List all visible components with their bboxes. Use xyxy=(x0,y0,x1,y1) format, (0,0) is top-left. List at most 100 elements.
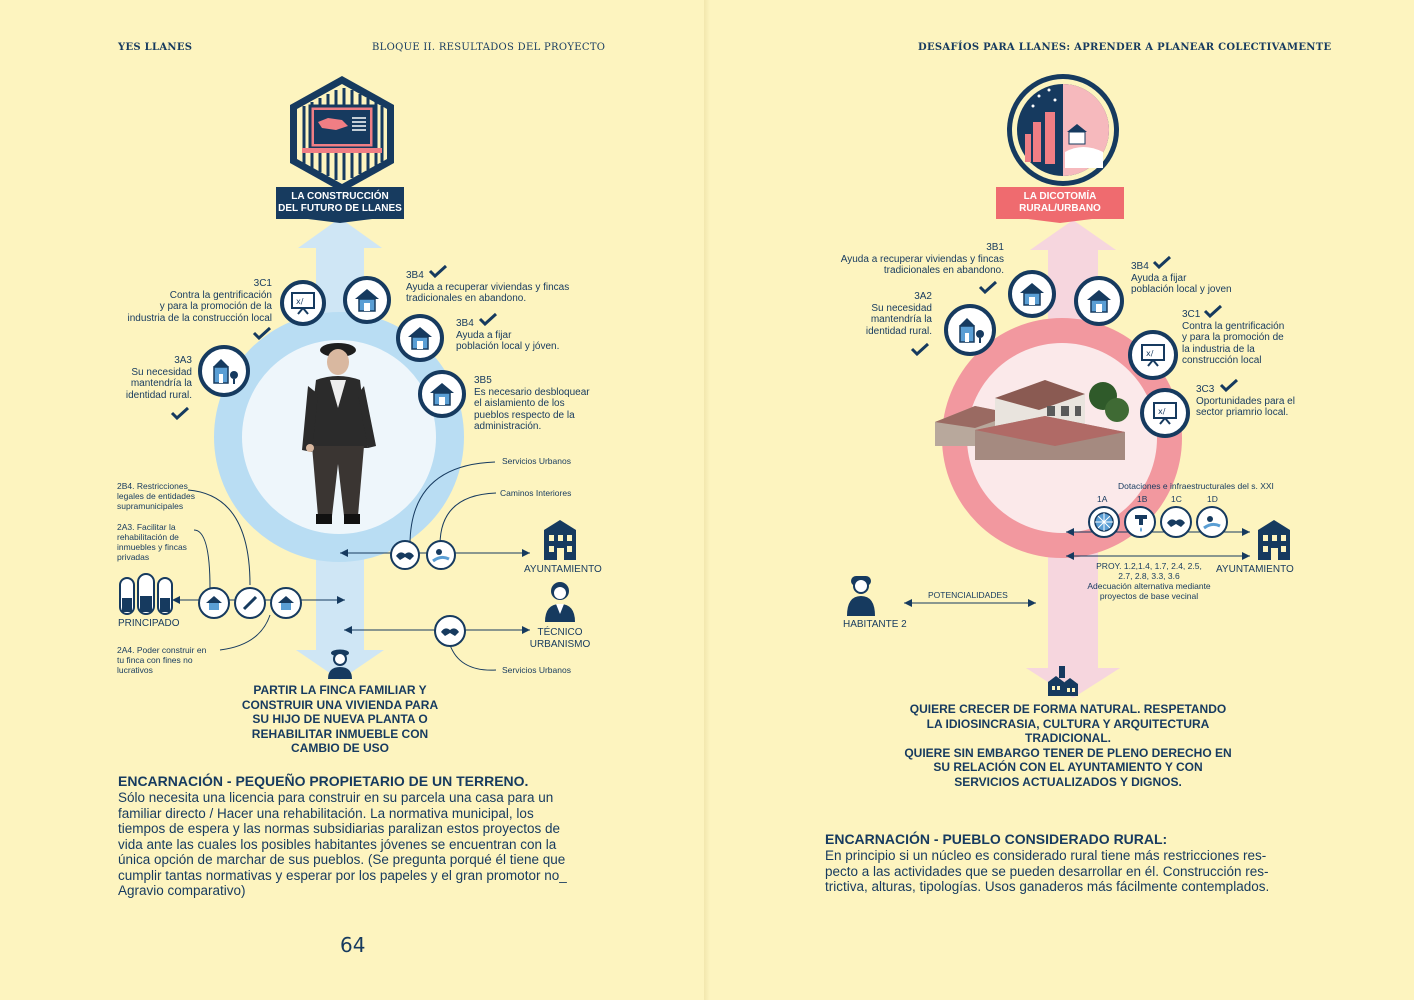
item-3b4-left-b: 3B4 Ayuda a fijar población local y jóve… xyxy=(456,318,606,353)
technician-woman-icon xyxy=(545,582,575,622)
proy-line: PROY. 1.2,1.4, 1.7, 2.4, 2.5, xyxy=(1096,561,1202,571)
label-caminos-interiores: Caminos Interiores xyxy=(500,488,572,498)
body-line: En principio si un núcleo es considerado… xyxy=(825,848,1267,863)
page-number: 64 xyxy=(340,933,366,957)
item-line: y para la promoción de xyxy=(1182,332,1284,343)
encarnacion-body-right: En principio si un núcleo es considerado… xyxy=(825,848,1305,895)
note-line: 2B4. Restricciones xyxy=(117,481,188,491)
item-line: mantendría la xyxy=(130,378,192,389)
label-line: TÉCNICO xyxy=(537,627,583,638)
body-line: trictiva, alturas, tipologías. Usos gana… xyxy=(825,879,1270,894)
item-line: pueblos respecto de la xyxy=(474,409,575,421)
goal-line: SU RELACIÓN CON EL AYUNTAMIENTO Y CON xyxy=(933,760,1203,774)
item-code: 3B4 xyxy=(456,318,474,329)
banner-line-2: RURAL/URBANO xyxy=(1019,203,1101,214)
label-servicios-urbanos-bottom: Servicios Urbanos xyxy=(502,665,571,675)
item-line: construcción local xyxy=(1182,355,1262,366)
house-isolation-icon xyxy=(418,370,466,418)
item-code: 3B4 xyxy=(406,270,424,281)
label-principado: PRINCIPADO xyxy=(118,618,180,629)
note-line: privadas xyxy=(117,552,150,562)
item-line: administración. xyxy=(474,421,542,432)
item-line: industria de la construcción local xyxy=(127,312,272,324)
item-code: 3C1 xyxy=(253,278,272,289)
road-icon xyxy=(426,540,456,570)
body-line: pecto a las actividades que se pueden de… xyxy=(825,863,1269,879)
presentation-board-icon: x/ xyxy=(1128,330,1178,380)
check-icon xyxy=(1203,304,1223,318)
item-3c1-right: 3C1 Contra la gentrificación y para la p… xyxy=(1182,309,1332,367)
item-line: y para la promoción de la xyxy=(159,301,272,312)
item-3b4-right: 3B4 Ayuda a fijar población local y jove… xyxy=(1131,261,1281,296)
header-left-section: BLOQUE II. RESULTADOS DEL PROYECTO xyxy=(372,42,606,53)
city-hall-icon xyxy=(1258,520,1290,560)
item-line: el aislamiento de los xyxy=(474,398,565,409)
header-left-title: YES LLANES xyxy=(118,42,193,53)
code-1b: 1B xyxy=(1137,494,1148,504)
note-line: rehabilitación de xyxy=(117,532,179,542)
person-avatar-icon xyxy=(328,649,352,679)
old-man-figure xyxy=(302,343,376,524)
banner-line-1: LA DICOTOMÍA xyxy=(1023,191,1097,202)
item-line: población local y joven xyxy=(1131,284,1232,295)
encarnacion-body-left: Sólo necesita una licencia para construi… xyxy=(118,790,598,899)
note-line: 2A4. Poder construir en xyxy=(117,645,207,655)
check-icon xyxy=(1152,255,1172,269)
label-tecnico: TÉCNICO URBANISMO xyxy=(520,627,600,650)
goal-line: QUIERE SIN EMBARGO TENER DE PLENO DERECH… xyxy=(904,745,1232,760)
handshake-icon xyxy=(1160,506,1192,538)
presentation-board-icon: x/ xyxy=(1140,388,1190,438)
goal-line: LA IDIOSINCRASIA, CULTURA Y ARQUITECTURA xyxy=(926,716,1210,731)
house-restore-icon xyxy=(343,276,391,324)
goal-left: PARTIR LA FINCA FAMILIAR Y CONSTRUIR UNA… xyxy=(210,683,470,756)
item-line: Ayuda a fijar xyxy=(1131,272,1187,284)
network-globe-icon xyxy=(1088,506,1120,538)
proy-line: Adecuación alternativa mediante xyxy=(1087,581,1211,591)
note-line: legales de entidades xyxy=(117,491,195,501)
item-code: 3A3 xyxy=(174,355,192,366)
item-line: sector priamrio local. xyxy=(1196,407,1289,418)
note-line: lucrativos xyxy=(117,665,153,675)
item-line: Contra la gentrificación xyxy=(169,289,272,301)
proy-line: 2.7, 2.8, 3.3, 3.6 xyxy=(1118,571,1180,581)
house-population-icon xyxy=(1074,276,1124,326)
village-illustration xyxy=(935,380,1129,460)
item-line: Ayuda a recuperar viviendas y fincas xyxy=(840,253,1004,265)
item-line: Ayuda a fijar xyxy=(456,329,512,341)
item-3b4-left-a: 3B4 Ayuda a recuperar viviendas y fincas… xyxy=(406,270,606,305)
banner-tail xyxy=(996,215,1124,223)
item-code: 3C3 xyxy=(1196,384,1215,395)
note-2a3: 2A3. Facilitar la rehabilitación de inmu… xyxy=(117,522,187,562)
svg-text:x/: x/ xyxy=(296,297,304,306)
rural-church-icon xyxy=(198,345,250,397)
goal-line: CONSTRUIR UNA VIVIENDA PARA xyxy=(241,697,439,712)
label-ayuntamiento-left: AYUNTAMIENTO xyxy=(524,564,602,575)
check-icon xyxy=(252,326,272,340)
item-3b1: 3B1 Ayuda a recuperar viviendas y fincas… xyxy=(812,242,1004,277)
goal-line: SERVICIOS ACTUALIZADOS Y DIGNOS. xyxy=(954,774,1182,789)
check-icon xyxy=(170,406,190,420)
house-mini-icon xyxy=(198,587,230,619)
header-right-title: DESAFÍOS PARA LLANES: APRENDER A PLANEAR… xyxy=(918,42,1332,53)
item-code: 3A2 xyxy=(914,291,932,302)
note-2a4: 2A4. Poder construir en tu finca con fin… xyxy=(117,645,206,675)
rural-urban-badge-icon xyxy=(1007,74,1119,186)
item-3a2: 3A2 Su necesidad mantendría la identidad… xyxy=(840,291,932,337)
item-3c3: 3C3 Oportunidades para el sector priamri… xyxy=(1196,384,1346,419)
rural-church-icon xyxy=(944,304,996,356)
code-1a: 1A xyxy=(1097,494,1108,504)
label-proyectos: PROY. 1.2,1.4, 1.7, 2.4, 2.5, 2.7, 2.8, … xyxy=(1074,561,1224,601)
goal-line: CAMBIO DE USO xyxy=(290,741,389,755)
village-mini-icon xyxy=(1048,666,1078,696)
item-code: 3B5 xyxy=(474,375,492,386)
banner-line-1: LA CONSTRUCCIÓN xyxy=(291,191,389,202)
hexagon-emblem-icon xyxy=(290,76,394,192)
city-hall-icon xyxy=(544,520,576,560)
goal-line: TRADICIONAL. xyxy=(1025,731,1111,745)
goal-right: QUIERE CRECER DE FORMA NATURAL. RESPETAN… xyxy=(900,702,1236,789)
item-line: identidad rural. xyxy=(865,325,932,337)
item-line: población local y jóven. xyxy=(456,341,560,352)
house-population-icon xyxy=(396,314,444,362)
item-line: tradicionales en abandono. xyxy=(406,293,527,304)
item-line: Contra la gentrificación xyxy=(1182,320,1285,332)
